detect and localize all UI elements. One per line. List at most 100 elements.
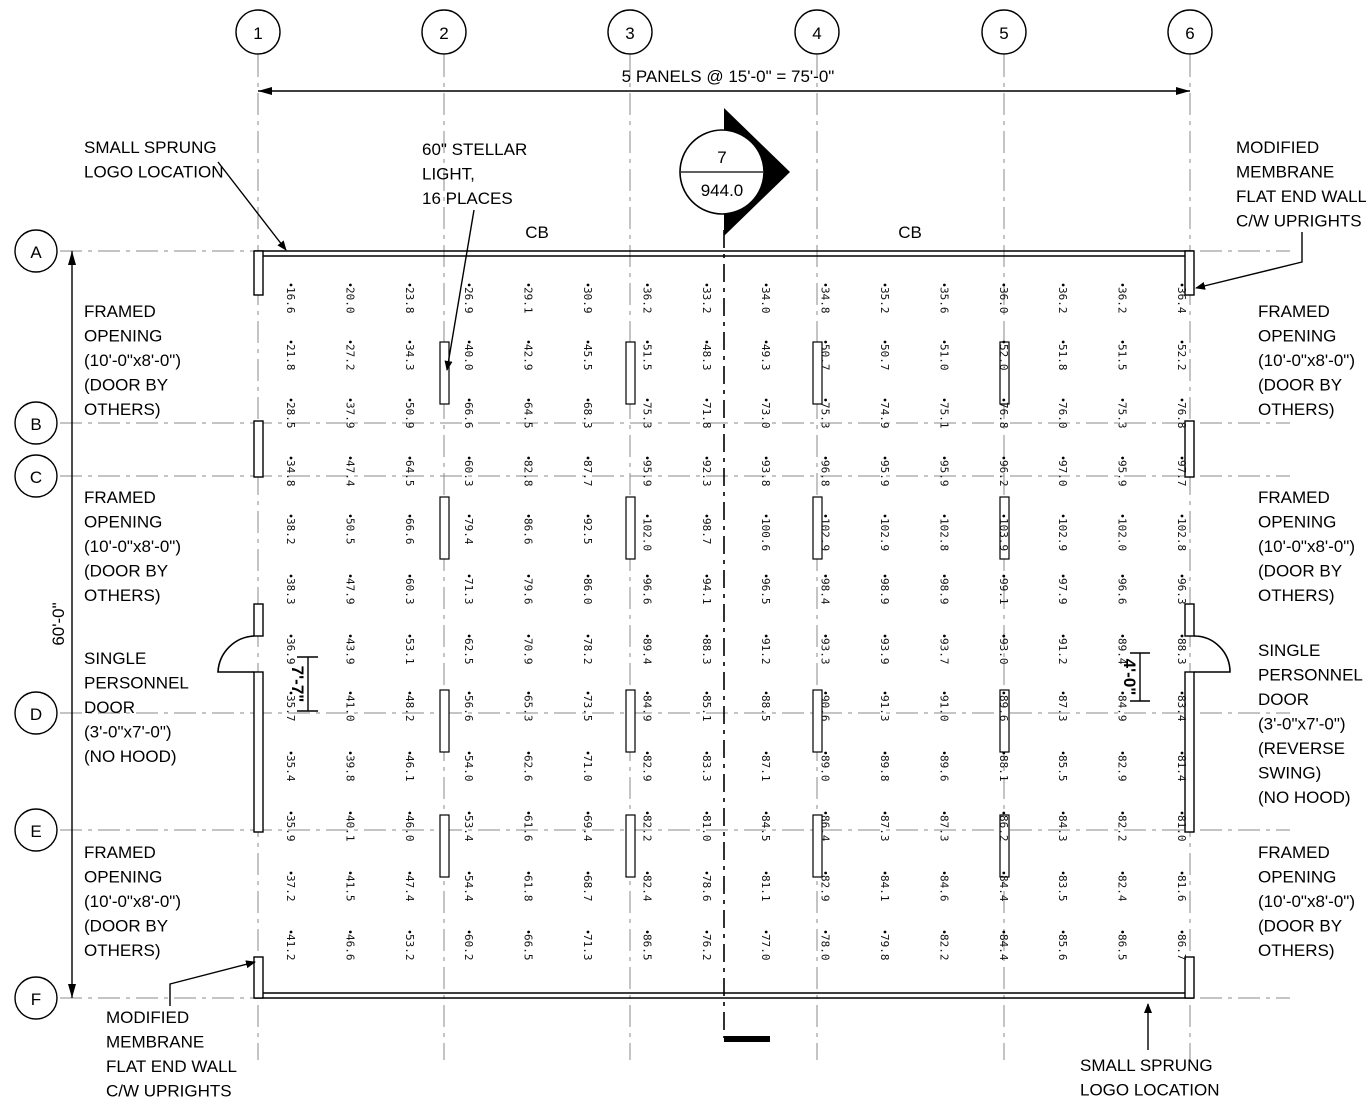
illuminance-reading: 102.8 (937, 518, 950, 551)
illuminance-reading: 62.5 (462, 638, 475, 665)
illuminance-reading: 16.6 (284, 287, 297, 314)
reading-dot (646, 574, 649, 578)
row-bubble-c: C (14, 454, 58, 498)
illuminance-reading: 51.5 (1116, 344, 1129, 371)
reading-dot (824, 398, 827, 402)
reading-dot (824, 930, 827, 934)
reading-dot (943, 811, 946, 815)
reading-dot (705, 514, 709, 518)
illuminance-reading: 84.4 (997, 934, 1010, 961)
svg-text:2: 2 (439, 24, 448, 43)
illuminance-reading: 95.9 (1116, 460, 1129, 487)
note-line: SMALL SPRUNG (1080, 1056, 1213, 1075)
illuminance-reading: 94.1 (700, 578, 713, 605)
illuminance-reading: 84.5 (759, 815, 772, 842)
row-bubble-f: F (14, 976, 58, 1020)
illuminance-reading: 84.9 (1116, 695, 1129, 722)
note-line: OTHERS) (84, 941, 161, 960)
reading-dot (586, 456, 590, 460)
note-line: (3'-0"x7'-0") (84, 723, 172, 742)
stellar-light-fixture (812, 814, 823, 878)
illuminance-reading: 91.2 (759, 638, 772, 665)
reading-dot (408, 751, 412, 755)
illuminance-reading: 61.6 (522, 815, 535, 842)
reading-dot (527, 340, 530, 344)
illuminance-reading: 66.6 (403, 518, 416, 545)
stellar-light-fixture (812, 341, 823, 405)
illuminance-reading: 45.5 (581, 344, 594, 371)
illuminance-reading: 84.6 (937, 875, 950, 902)
reading-dot (883, 340, 887, 344)
reading-dot (467, 871, 471, 875)
illuminance-reading: 97.7 (1175, 460, 1188, 487)
svg-text:A: A (30, 243, 42, 262)
illuminance-reading: 36.4 (1175, 287, 1188, 314)
illuminance-reading: 95.9 (878, 460, 891, 487)
reading-dot (1002, 871, 1006, 875)
reading-dot (408, 930, 412, 934)
note-line: OTHERS) (1258, 400, 1335, 419)
illuminance-reading: 40.0 (462, 344, 475, 371)
reading-dot (1180, 691, 1184, 695)
note-line: PERSONNEL (1258, 666, 1363, 685)
illuminance-reading: 97.0 (1056, 460, 1069, 487)
illuminance-reading: 83.3 (700, 755, 713, 782)
illuminance-reading: 93.0 (997, 638, 1010, 665)
illuminance-reading: 88.3 (700, 638, 713, 665)
reading-dot (705, 340, 709, 344)
reading-dot (586, 871, 590, 875)
illuminance-reading: 102.0 (1116, 518, 1129, 551)
note-line: FRAMED (1258, 843, 1330, 862)
reading-dot (349, 751, 352, 755)
illuminance-reading: 69.4 (581, 815, 594, 842)
illuminance-reading: 100.6 (759, 518, 772, 551)
reading-dot (646, 340, 649, 344)
reading-dot (824, 283, 827, 287)
reading-dot (527, 871, 530, 875)
reading-dot (1121, 574, 1124, 578)
reading-dot (705, 574, 709, 578)
reading-dot (1002, 751, 1006, 755)
reading-dot (1121, 691, 1124, 695)
note-line: FLAT END WALL (106, 1057, 237, 1076)
illuminance-reading: 52.0 (997, 344, 1010, 371)
illuminance-reading: 74.9 (878, 402, 891, 429)
illuminance-reading: 96.6 (1116, 578, 1129, 605)
section-marker: 7 944.0 (679, 108, 790, 236)
illuminance-reading: 82.9 (819, 875, 832, 902)
personnel-door-left (217, 635, 255, 673)
reading-dot (1180, 811, 1184, 815)
row-grid-lines (60, 250, 1290, 999)
reading-dot (289, 398, 293, 402)
note-line: 60" STELLAR (422, 140, 527, 159)
reading-dot (1002, 456, 1006, 460)
note-line: OTHERS) (1258, 941, 1335, 960)
reading-dot (1061, 456, 1065, 460)
reading-dot (646, 283, 649, 287)
reading-dot (467, 811, 471, 815)
illuminance-reading: 79.4 (462, 518, 475, 545)
reading-dot (408, 283, 412, 287)
illuminance-reading: 86.2 (997, 815, 1010, 842)
illuminance-reading: 37.2 (284, 875, 297, 902)
illuminance-reading: 98.7 (700, 518, 713, 545)
illuminance-reading: 73.5 (581, 695, 594, 722)
reading-dot (349, 811, 352, 815)
illuminance-reading: 30.9 (581, 287, 594, 314)
reading-dot (883, 574, 887, 578)
illuminance-reading: 76.8 (997, 402, 1010, 429)
stellar-light-fixture (625, 814, 636, 878)
reading-dot (586, 691, 590, 695)
svg-text:4: 4 (812, 24, 821, 43)
column-bubble-2: 2 (421, 9, 467, 55)
illuminance-reading: 102.9 (819, 518, 832, 551)
row-bubble-e: E (14, 808, 58, 852)
illuminance-reading: 79.8 (878, 934, 891, 961)
illuminance-reading: 87.1 (759, 755, 772, 782)
